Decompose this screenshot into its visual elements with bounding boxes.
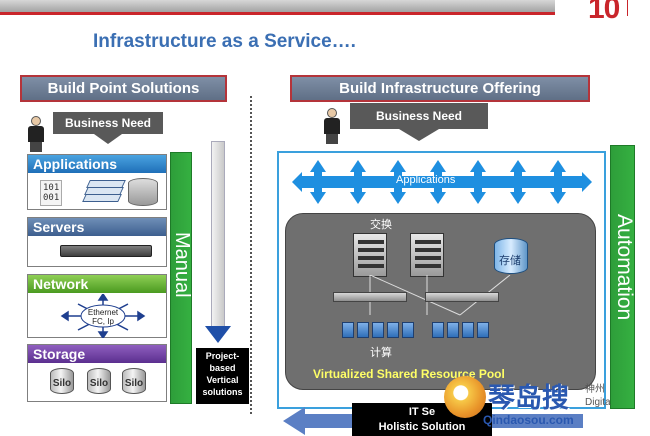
database-icon <box>128 178 158 206</box>
server-rack-icon <box>60 245 152 257</box>
down-arrow-icon <box>205 326 231 343</box>
network-switch-icon <box>333 292 407 302</box>
compute-blade-icon <box>477 322 489 338</box>
watermark-logo-icon <box>444 376 486 418</box>
watermark-url: Qindaosou.com <box>483 413 574 427</box>
compute-blade-icon <box>432 322 444 338</box>
switch-chassis-icon <box>353 233 387 277</box>
document-stack-icon <box>82 180 126 206</box>
right-section-header: Build Infrastructure Offering <box>290 75 590 102</box>
compute-label: 计算 <box>370 347 392 359</box>
left-business-need-label: Business Need <box>53 112 163 134</box>
network-arrows-icon <box>60 294 146 338</box>
network-layer: Network <box>27 274 167 338</box>
servers-layer-title: Servers <box>28 218 166 236</box>
storage-label: 存储 <box>499 255 521 267</box>
vertical-solutions-label: Project- based Vertical solutions <box>196 348 249 404</box>
applications-arrow-band <box>292 160 592 204</box>
applications-band-label: Applications <box>396 174 456 186</box>
top-red-stripe <box>0 12 555 15</box>
watermark-side-text: 神州 Digita <box>585 384 611 408</box>
right-business-need-label: Business Need <box>350 103 488 129</box>
automation-label: Automation <box>613 214 636 321</box>
binary-code-icon: 101 001 <box>40 180 63 206</box>
compute-blade-icon <box>402 322 414 338</box>
it-service-box: IT Se Holistic Solution <box>352 403 492 436</box>
automation-bar <box>610 145 635 409</box>
watermark-name: 琴岛搜 <box>488 383 569 414</box>
logo-divider <box>627 0 633 16</box>
applications-layer-title: Applications <box>28 155 166 173</box>
top-title-bar <box>0 0 555 14</box>
vertical-solutions-arrow <box>211 141 225 327</box>
slide-title: Infrastructure as a Service…. <box>93 31 356 52</box>
storage-layer-title: Storage <box>28 345 166 363</box>
network-switch-icon <box>425 292 499 302</box>
servers-layer: Servers <box>27 217 167 267</box>
brand-logo: 10 <box>588 0 620 25</box>
silo-cylinder: Silo <box>122 368 146 394</box>
manual-bar <box>170 152 192 404</box>
compute-blade-icon <box>372 322 384 338</box>
left-business-need-arrow: Business Need <box>53 112 163 144</box>
person-icon <box>27 116 45 152</box>
right-business-need-arrow: Business Need <box>350 103 488 141</box>
switch-label: 交换 <box>370 219 392 231</box>
compute-blade-icon <box>357 322 369 338</box>
silo-cylinder: Silo <box>50 368 74 394</box>
silo-cylinder: Silo <box>87 368 111 394</box>
person-icon <box>323 108 341 144</box>
network-protocol-label: Ethernet FC, Ip <box>87 308 119 326</box>
manual-label: Manual <box>171 232 193 298</box>
section-divider <box>250 96 252 414</box>
compute-blade-icon <box>462 322 474 338</box>
switch-chassis-icon <box>410 233 444 277</box>
storage-drum-icon <box>494 238 528 274</box>
compute-blade-icon <box>342 322 354 338</box>
left-section-header: Build Point Solutions <box>20 75 227 102</box>
compute-blade-icon <box>387 322 399 338</box>
compute-blade-icon <box>447 322 459 338</box>
network-layer-title: Network <box>28 275 166 293</box>
